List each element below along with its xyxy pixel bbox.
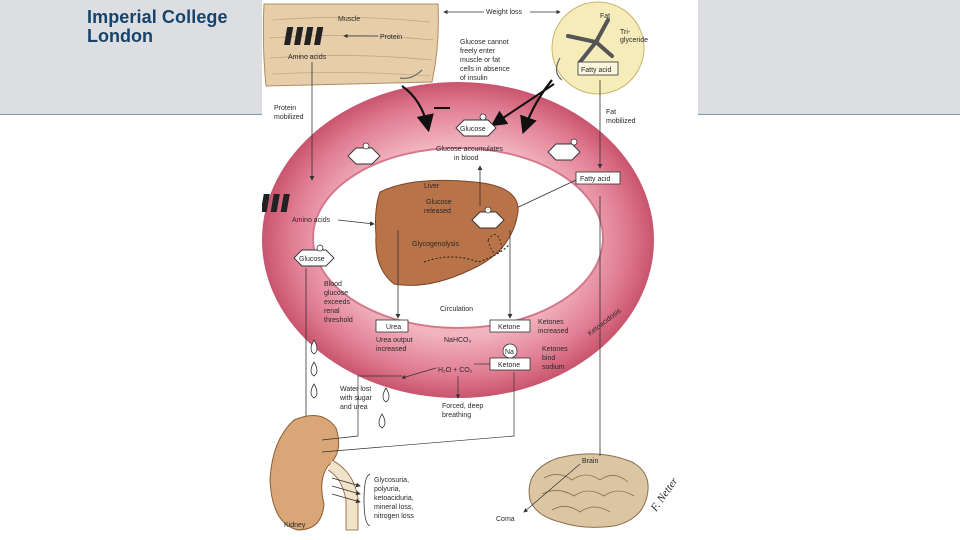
- protein-mobilized-2: mobilized: [274, 114, 304, 121]
- glucose-molecule-left: [293, 244, 335, 267]
- blood-glucose-4: renal: [324, 308, 340, 315]
- fat-mobilized-1: Fat: [606, 109, 616, 116]
- ketones-bind-3: sodium: [542, 364, 565, 371]
- amino-acids-left-label: Amino acids: [292, 217, 331, 224]
- outcome-3: ketoaciduria,: [374, 495, 414, 502]
- kidney-ketone-line: [321, 372, 515, 453]
- glucose-accumulates-2: in blood: [454, 155, 479, 162]
- fat-cell-illustration: [551, 1, 645, 95]
- glucose-top-label: Glucose: [460, 126, 486, 133]
- diabetes-pathophysiology-diagram: Muscle Protein Amino acids Weight loss F…: [262, 1, 681, 531]
- brain-illustration: [528, 453, 649, 528]
- ketones-increased-1: Ketones: [538, 319, 564, 326]
- water-drops: [310, 339, 390, 429]
- protein-label: Protein: [380, 34, 402, 41]
- kidney-water-line: [321, 375, 402, 441]
- outcome-1: Glycosuria,: [374, 477, 409, 484]
- fat-mobilized-2: mobilized: [606, 118, 636, 125]
- logo-line-2: London: [87, 26, 153, 46]
- nahco3-label: NaHCO₃: [444, 337, 472, 344]
- outcomes-bracket: [363, 473, 371, 527]
- sodium-label: Na: [505, 349, 514, 356]
- ketones-bind-1: Ketones: [542, 346, 568, 353]
- circulation-label: Circulation: [440, 306, 473, 313]
- glucose-cannot-5: of insulin: [460, 75, 488, 82]
- glucose-cannot-1: Glucose cannot: [460, 39, 509, 46]
- outcome-5: nitrogen loss: [374, 513, 414, 520]
- blood-glucose-3: exceeds: [324, 299, 351, 306]
- glucose-left-label: Glucose: [299, 256, 325, 263]
- glucose-released-1: Glucose: [426, 199, 452, 206]
- h2o-to-water-arrow: [401, 367, 437, 380]
- urea-output-2: increased: [376, 346, 406, 353]
- amino-acids-to-liver-arrow: [337, 219, 375, 226]
- ketones-increased-2: increased: [538, 328, 568, 335]
- muscle-illustration: [262, 3, 439, 87]
- fatty-acid-to-liver-arrow: [507, 179, 577, 213]
- kidney-label: Kidney: [284, 522, 306, 529]
- glycogenolysis-label: Glycogenolysis: [412, 241, 460, 248]
- glucose-accumulates-1: Glucose accumulates: [436, 146, 503, 153]
- netter-signature: F. Netter: [648, 475, 681, 515]
- brain-to-coma-arrow: [523, 463, 581, 513]
- brain-label: Brain: [582, 458, 598, 465]
- glucose-blocked-arrow-fat-1: [520, 79, 553, 135]
- water-lost-1: Water lost: [340, 386, 371, 393]
- water-lost-2: with sugar: [339, 395, 373, 402]
- forced-breathing-1: Forced, deep: [442, 403, 483, 410]
- liver-label: Liver: [424, 183, 440, 190]
- forced-breathing-2: breathing: [442, 412, 471, 419]
- fatty-acid-right-box: [575, 171, 621, 185]
- triglyceride-label-2: glyceride: [620, 37, 648, 44]
- muscle-label: Muscle: [338, 16, 360, 23]
- glucose-cannot-4: cells in absence: [460, 66, 510, 73]
- blood-glucose-1: Blood: [324, 281, 342, 288]
- amino-acids-top-label: Amino acids: [288, 54, 327, 61]
- liver-illustration: [375, 179, 519, 286]
- glucose-blocked-arrow-muscle-1: [401, 85, 434, 133]
- ketone-label: Ketone: [498, 324, 520, 331]
- kidney-illustration: [269, 415, 359, 531]
- fatty-acid-top-label: Fatty acid: [581, 67, 611, 74]
- kidney-output-arrows: [331, 477, 361, 504]
- triglyceride-label-1: Tri-: [620, 29, 631, 36]
- glucose-released-2: released: [424, 208, 451, 215]
- urea-label: Urea: [386, 324, 401, 331]
- urea-output-1: Urea output: [376, 337, 413, 344]
- fat-label: Fat: [600, 13, 610, 20]
- amino-acids-left-illustration: [262, 194, 290, 212]
- fatty-acid-right-label: Fatty acid: [580, 176, 610, 183]
- water-lost-3: and urea: [340, 404, 368, 411]
- urea-box: [375, 319, 409, 333]
- glucose-molecule-ring-right: [547, 138, 581, 161]
- protein-mobilized-1: Protein: [274, 105, 296, 112]
- ketones-bind-2: bind: [542, 355, 555, 362]
- imperial-college-logo: Imperial College London: [87, 8, 228, 45]
- glucose-cannot-3: muscle or fat: [460, 57, 500, 64]
- blood-glucose-2: glucose: [324, 290, 348, 297]
- weight-loss-label: Weight loss: [486, 9, 523, 16]
- ketone-box: [489, 319, 531, 333]
- glucose-blocked-arrow-fat-2: [490, 83, 555, 127]
- ketone-bound-label: Ketone: [498, 362, 520, 369]
- h2o-co2-label: H₂O + CO₂: [438, 367, 473, 374]
- coma-label: Coma: [496, 516, 515, 523]
- outcome-2: polyuria,: [374, 486, 401, 493]
- glucose-molecule-ring-left: [347, 142, 381, 165]
- glucose-cannot-2: freely enter: [460, 48, 496, 55]
- logo-line-1: Imperial College: [87, 7, 228, 27]
- glucose-molecule-top: [455, 113, 497, 137]
- blood-glucose-5: threshold: [324, 317, 353, 324]
- outcome-4: mineral loss,: [374, 504, 413, 511]
